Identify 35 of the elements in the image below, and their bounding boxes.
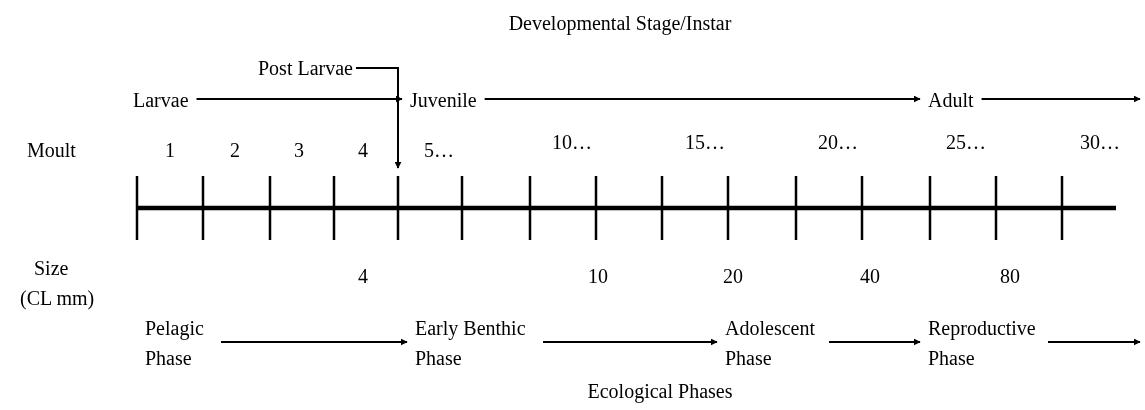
moult-number: 30… bbox=[1080, 130, 1120, 155]
size-value: 80 bbox=[1000, 264, 1020, 289]
moult-number: 10… bbox=[552, 130, 592, 155]
moult-number: 4 bbox=[358, 138, 368, 163]
moult-number: 20… bbox=[818, 130, 858, 155]
arrow bbox=[1047, 338, 1141, 346]
arrow bbox=[828, 338, 921, 346]
arrow bbox=[195, 95, 403, 103]
row-label: Size (CL mm) bbox=[20, 256, 96, 312]
phase-label: Pelagic Phase bbox=[145, 313, 213, 373]
stage-label: Juvenile bbox=[410, 86, 477, 114]
arrow bbox=[542, 338, 718, 346]
size-value: 4 bbox=[358, 264, 368, 289]
row-label: Moult bbox=[27, 138, 76, 163]
moult-number: 5… bbox=[424, 138, 454, 163]
arrow bbox=[355, 67, 402, 169]
section-heading: Ecological Phases bbox=[586, 379, 734, 405]
moult-number: 15… bbox=[685, 130, 725, 155]
section-heading: Developmental Stage/Instar bbox=[507, 11, 733, 37]
arrow bbox=[220, 338, 408, 346]
arrow bbox=[483, 95, 921, 103]
phase-label: Reproductive Phase bbox=[928, 313, 1040, 373]
moult-number: 2 bbox=[230, 138, 240, 163]
moult-number: 1 bbox=[165, 138, 175, 163]
stage-label: Adult bbox=[928, 86, 974, 114]
stage-label: Post Larvae bbox=[258, 54, 353, 82]
phase-label: Early Benthic Phase bbox=[415, 313, 535, 373]
phase-label: Adolescent Phase bbox=[725, 313, 821, 373]
moult-number: 3 bbox=[294, 138, 304, 163]
stage-label: Larvae bbox=[133, 86, 189, 114]
moult-number: 25… bbox=[946, 130, 986, 155]
arrow bbox=[980, 95, 1141, 103]
size-value: 10 bbox=[588, 264, 608, 289]
size-value: 40 bbox=[860, 264, 880, 289]
size-value: 20 bbox=[723, 264, 743, 289]
